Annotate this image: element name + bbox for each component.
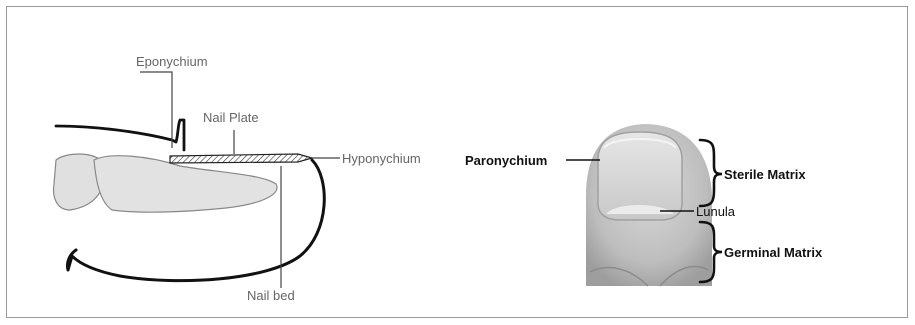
germinal-matrix-label: Germinal Matrix: [724, 245, 823, 260]
nail-plate-label: Nail Plate: [203, 110, 259, 125]
distal-phalanx-shape: [94, 156, 277, 212]
lunula-label: Lunula: [696, 204, 736, 219]
eponychium-label: Eponychium: [136, 54, 208, 69]
nail-bed-label: Nail bed: [247, 288, 295, 303]
fingertip-illustration: [586, 124, 712, 286]
paronychium-label: Paronychium: [465, 153, 547, 168]
hyponychium-label: Hyponychium: [342, 151, 421, 166]
finger-cross-section: [54, 72, 340, 288]
sterile-matrix-label: Sterile Matrix: [724, 167, 806, 182]
finger-skin-top: [56, 120, 184, 150]
nail-plate-shape: [170, 154, 312, 163]
